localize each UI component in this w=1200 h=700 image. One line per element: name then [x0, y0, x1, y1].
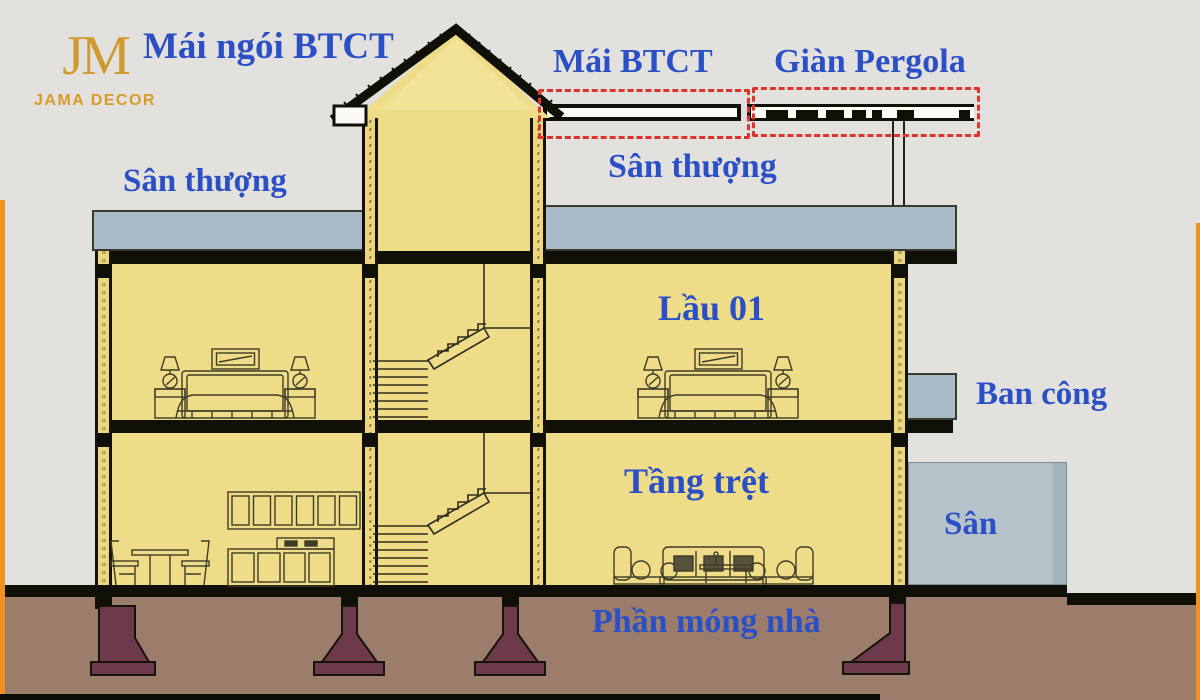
label-foundation: Phần móng nhà [592, 603, 821, 640]
column-head [891, 433, 908, 447]
label-roof-flat: Mái BTCT [553, 43, 713, 80]
wall-outer-left [95, 251, 112, 585]
pergola-rafter [826, 110, 844, 121]
label-floor1: Lầu 01 [658, 288, 766, 328]
wall-tower-left [362, 112, 378, 585]
earth-left [0, 596, 1067, 700]
yard-edge-shade [1053, 463, 1066, 584]
flat-roof-callout-box [538, 89, 750, 139]
column-head [530, 433, 546, 447]
pergola-callout-box [752, 87, 980, 137]
frame-strip-left [0, 200, 5, 700]
brand-logo: JM JAMA DECOR [20, 25, 170, 125]
label-terrace-left: Sân thượng [123, 163, 287, 199]
brand-name: JAMA DECOR [34, 92, 156, 109]
terrace-slab-right [543, 205, 957, 251]
pergola-rafter [872, 110, 882, 121]
column-head [530, 264, 546, 278]
label-terrace-right: Sân thượng [608, 148, 777, 185]
ground-line-left [0, 585, 1067, 597]
terrace-floor-band [95, 251, 957, 264]
label-roof-tile: Mái ngói BTCT [143, 26, 394, 67]
balcony-slab [905, 373, 957, 420]
pergola-rafter [796, 110, 818, 121]
label-ground-floor: Tầng trệt [624, 461, 769, 501]
terrace-slab-left [92, 210, 365, 251]
column-head [95, 433, 112, 447]
label-balcony: Ban công [976, 376, 1108, 412]
column-head [95, 264, 112, 278]
label-yard: Sân [944, 506, 998, 542]
column-head [362, 264, 378, 278]
frame-strip-right [1196, 223, 1200, 700]
ground-line-right [1067, 593, 1200, 605]
floor1-floor-band [95, 420, 953, 433]
pergola-rafter [959, 110, 970, 121]
pergola-rafter [852, 110, 866, 121]
earth-right [1067, 604, 1200, 700]
yard-block [908, 462, 1067, 585]
brand-monogram: JM [62, 25, 131, 87]
pergola-rafter [766, 110, 788, 121]
frame-strip-bottom [0, 694, 880, 700]
wall-outer-right [891, 251, 908, 585]
label-pergola: Giàn Pergola [774, 43, 966, 80]
pergola-column [892, 120, 905, 206]
column-head [891, 264, 908, 278]
column-head [362, 433, 378, 447]
wall-tower-right [530, 112, 546, 585]
pergola-rafter [897, 110, 914, 121]
pergola-beam [747, 104, 974, 121]
stair-tower-body [362, 115, 546, 267]
